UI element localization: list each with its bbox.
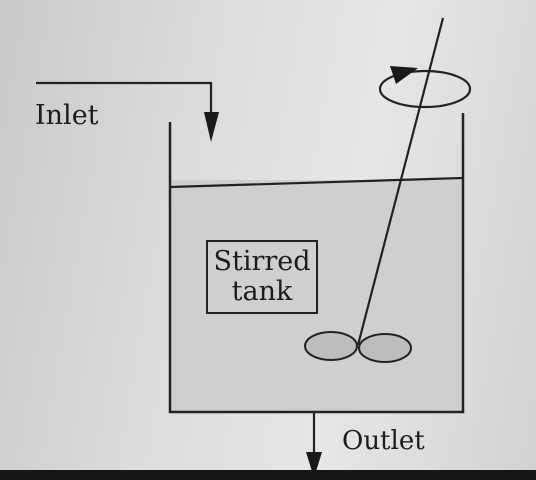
outlet-arrow-icon: [306, 452, 322, 478]
tank-label-line1: Stirred: [213, 246, 311, 277]
inlet-label: Inlet: [35, 100, 99, 131]
impeller-blade-left: [304, 331, 358, 361]
liquid-surface-line: [169, 176, 464, 189]
tank-label-line2: tank: [231, 276, 293, 307]
impeller-blade-right: [358, 333, 412, 363]
rotation-loop: [378, 69, 472, 109]
outlet-label: Outlet: [342, 426, 425, 456]
rotation-arrow-icon: [390, 66, 418, 84]
tank-wall: [168, 113, 465, 414]
inlet-arrow-icon: [204, 112, 219, 142]
stirrer-shaft: [356, 17, 445, 346]
bottom-shadow-strip: [0, 470, 536, 480]
inlet-pipe: [36, 81, 213, 122]
stirred-tank-label-box: Stirred tank: [206, 240, 318, 314]
